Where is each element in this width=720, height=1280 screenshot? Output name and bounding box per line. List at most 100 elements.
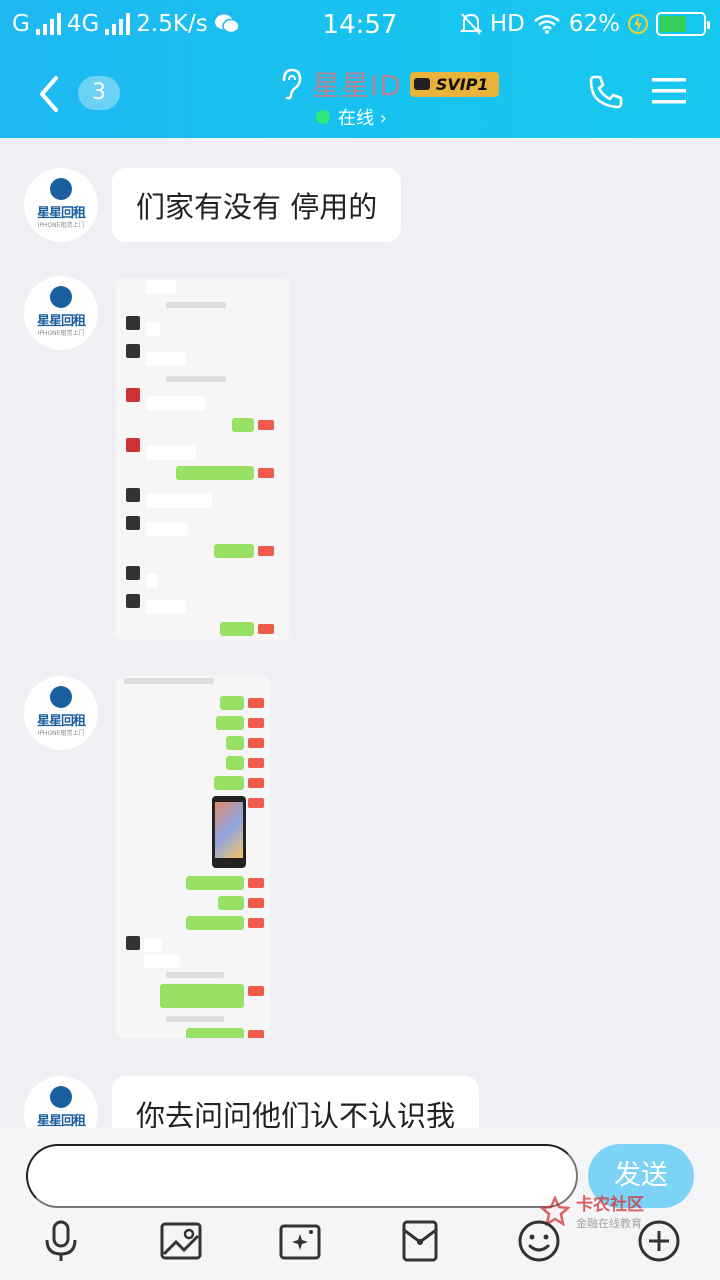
input-bar: 发送 卡农社区 金融在线教育 [0,1128,720,1280]
mini-bubble [146,280,176,294]
mini-bubble [146,600,186,614]
online-status[interactable]: 在线 › [316,104,387,130]
mini-tag [248,898,264,908]
contact-title[interactable]: 星星ID SVIP1 [278,64,499,104]
avatar[interactable]: 星星回租 IPHONE租赁上门 [24,276,98,350]
network-label: 4G [66,11,100,37]
mini-bubble [214,544,254,558]
unread-count-badge[interactable]: 3 [78,76,120,110]
battery-percent: 62% [568,11,620,37]
mini-timestamp [166,1016,224,1022]
mini-tag [248,718,264,728]
avatar-globe-icon [50,286,72,308]
signal-icon-2 [105,13,131,35]
red-packet-icon[interactable] [397,1218,443,1264]
menu-icon[interactable] [652,76,686,106]
signal-icon [35,13,61,35]
plus-icon[interactable] [636,1218,682,1264]
mini-bubble [218,896,244,910]
mini-bubble [220,622,254,636]
mini-phone-screen [215,802,243,858]
mini-timestamp [166,376,226,382]
speed-label: 2.5K/s [136,11,208,37]
avatar-logo-text: 星星回租 [36,206,86,221]
mini-bubble [160,984,244,1008]
mini-tag [258,546,274,556]
mic-icon[interactable] [38,1218,84,1264]
online-status-label: 在线 › [338,108,387,129]
avatar-logo-text: 星星回租 [36,314,86,329]
avatar[interactable]: 星星回租 IPHONE租赁上门 [24,676,98,750]
camera-icon[interactable] [277,1218,323,1264]
carrier-label: G [12,11,30,37]
mini-bubble [216,716,244,730]
mini-tag [248,918,264,928]
status-bar: G 4G 2.5K/s 14:57 HD 62% [0,0,720,50]
ear-icon [282,68,302,100]
watermark-subtitle: 金融在线教育 [576,1217,642,1230]
mini-tag [258,624,274,634]
send-button[interactable]: 发送 [588,1144,694,1208]
mini-bubble [146,522,188,536]
battery-fill [660,16,687,32]
avatar-globe-icon [50,686,72,708]
mini-bubble [220,696,244,710]
mini-bubble [226,756,244,770]
wifi-icon [534,14,560,34]
avatar[interactable]: 星星回租 IPHONE租赁上门 [24,168,98,242]
watermark: 卡农社区 金融在线教育 [540,1190,644,1231]
svip-badge: SVIP1 [409,71,499,97]
mini-timestamp [124,678,214,684]
mini-timestamp [166,302,226,308]
mini-tag [248,698,264,708]
mini-tag [248,1030,264,1038]
mini-avatar [126,594,140,608]
mini-avatar [126,566,140,580]
watermark-logo-icon [540,1195,570,1226]
mini-tag [258,468,274,478]
hd-label: HD [489,11,525,37]
mini-avatar [126,488,140,502]
image-icon[interactable] [158,1218,204,1264]
avatar-logo-text: 星星回租 [36,714,86,729]
toolbar [0,1218,720,1270]
charging-icon [628,14,648,34]
mini-timestamp [166,972,224,978]
mini-avatar [126,516,140,530]
avatar-sub-text: IPHONE租赁上门 [37,730,85,737]
message-text: 你去问问他们认不认识我 [136,1099,456,1133]
chat-nav-bar: 3 星星ID SVIP1 在线 › [0,50,720,138]
message-text: 们家有没有 停用的 [136,190,378,224]
mini-bubble [176,466,254,480]
mini-tag [248,738,264,748]
message-input[interactable] [26,1144,578,1208]
mini-tag [248,778,264,788]
avatar-globe-icon [50,1086,72,1108]
message-bubble[interactable]: 们家有没有 停用的 [112,168,402,242]
back-arrow-icon[interactable] [32,74,68,114]
mini-bubble [186,876,244,890]
mini-bubble [214,776,244,790]
mini-bubble [226,736,244,750]
avatar-logo-text: 星星回租 [36,1114,86,1129]
mute-bell-icon [459,13,482,35]
mini-avatar [126,316,140,330]
mini-phone-photo [212,796,246,868]
mini-avatar [126,388,140,402]
image-message[interactable] [116,278,290,640]
image-message[interactable] [116,676,270,1038]
mini-bubble [146,494,212,508]
mini-bubble [146,322,160,336]
watermark-text: 卡农社区 金融在线教育 [576,1190,644,1231]
mini-tag [258,420,274,430]
emoji-icon[interactable] [516,1218,562,1264]
avatar-sub-text: IPHONE租赁上门 [37,330,85,337]
phone-call-icon[interactable] [588,74,624,110]
mini-bubble [146,352,186,366]
status-left: G 4G 2.5K/s [12,11,240,37]
contact-name: 星星ID [312,69,402,102]
avatar-sub-text: IPHONE租赁上门 [37,222,85,229]
mini-bubble [186,916,244,930]
online-dot-icon [316,110,330,124]
mini-tag [248,798,264,808]
